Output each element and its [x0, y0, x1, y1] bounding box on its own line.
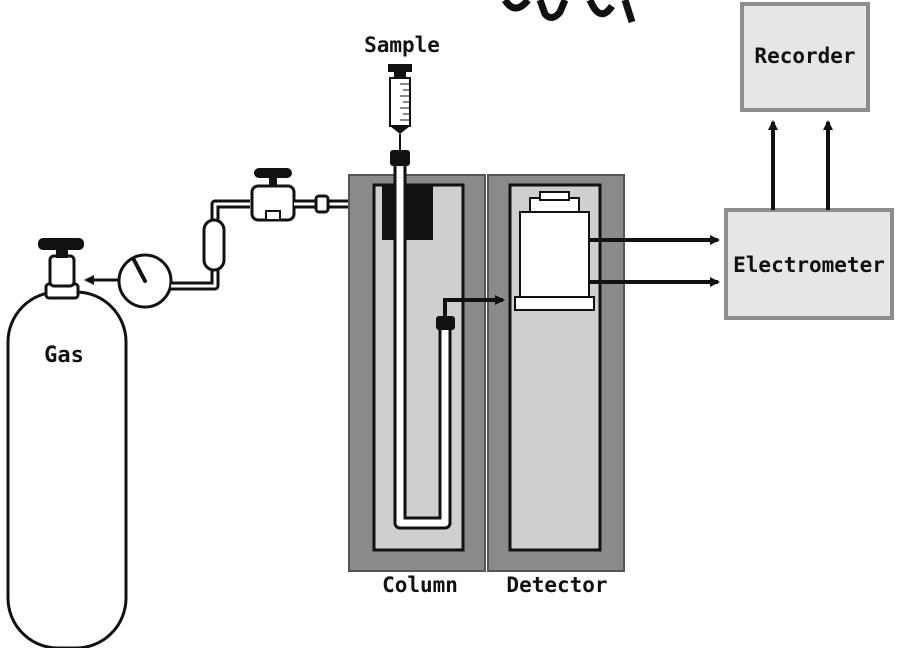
electrometer-to-recorder-arrows [768, 120, 833, 210]
cut-off-title-fragment [502, 0, 636, 24]
detector-unit [514, 191, 595, 311]
electrometer-box: Electrometer [724, 208, 894, 320]
column-outlet-fitting [436, 316, 455, 330]
electrometer-label: Electrometer [733, 253, 885, 277]
column-tubing [393, 162, 452, 530]
column-label: Column [382, 573, 458, 597]
flow-restrictor [202, 218, 226, 272]
sample-label: Sample [364, 33, 440, 57]
recorder-box: Recorder [740, 2, 870, 112]
injector-block [382, 186, 433, 240]
gas-label: Gas [44, 343, 84, 368]
recorder-label: Recorder [754, 44, 855, 68]
column-to-detector-line [443, 295, 505, 316]
flow-controller-valve [250, 168, 296, 222]
detector-signal-lines [589, 235, 720, 287]
column-oven [348, 174, 486, 572]
injector-fitting [390, 150, 410, 166]
gas-cylinder: Gas [6, 238, 128, 648]
detector-label: Detector [506, 573, 607, 597]
sample-syringe: Sample [364, 33, 440, 150]
pressure-gauge [84, 253, 173, 309]
